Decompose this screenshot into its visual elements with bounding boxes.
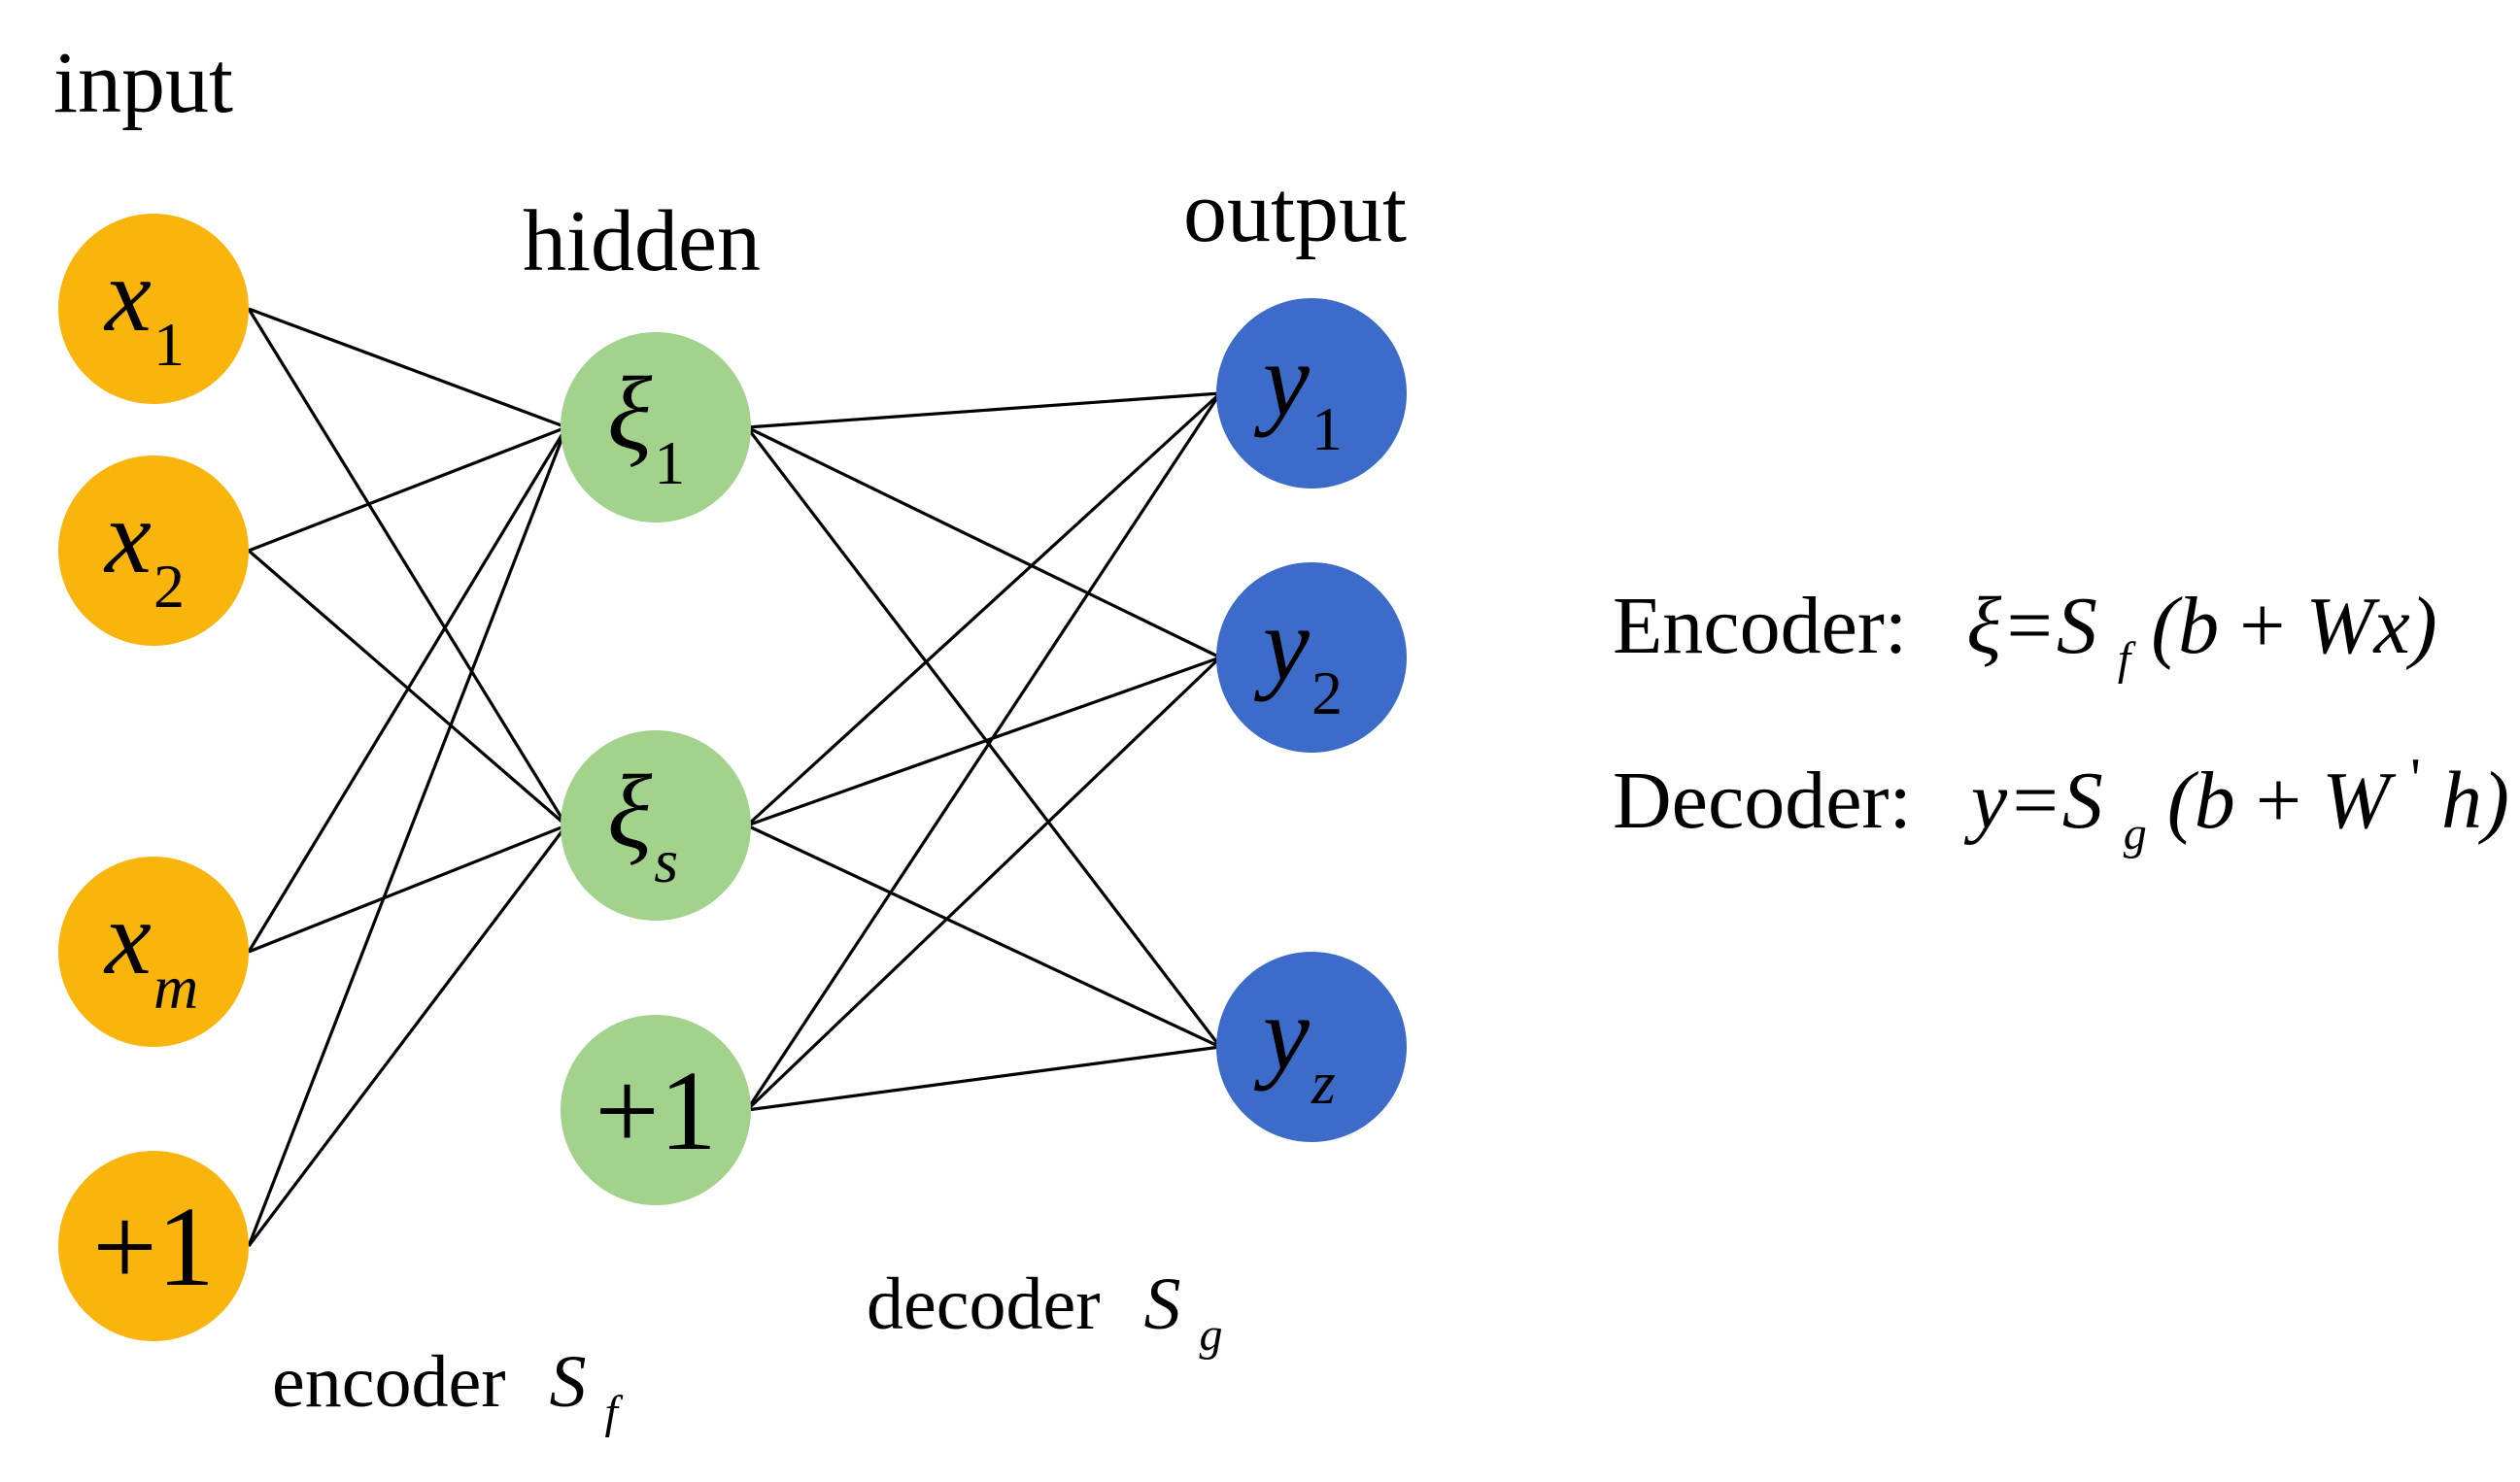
input-node-circle xyxy=(58,857,249,1047)
output-node-subscript: 2 xyxy=(1311,658,1343,727)
edge-input-2-hidden-0 xyxy=(247,426,568,953)
input-node-circle xyxy=(58,214,249,404)
input-node-circle xyxy=(58,455,249,646)
encoder-formula-end: Wx) xyxy=(2306,581,2437,671)
edge-hidden-2-output-1 xyxy=(745,656,1222,1112)
decoder-formula-plus: + xyxy=(2256,756,2322,846)
input-node-variable: x xyxy=(103,238,152,354)
encoder-caption-sub: f xyxy=(605,1387,624,1438)
encoder-formula-plus: + xyxy=(2239,581,2305,671)
decoder-caption: decoder S g xyxy=(867,1263,1223,1361)
output-node-circle xyxy=(1216,952,1407,1142)
edge-hidden-0-output-2 xyxy=(745,426,1222,1048)
output-node-subscript: 1 xyxy=(1311,394,1343,463)
output-node-circle xyxy=(1216,298,1407,488)
input-layer-label: input xyxy=(53,35,233,131)
edge-hidden-1-output-2 xyxy=(746,824,1221,1049)
encoder-formula-sub: f xyxy=(2118,633,2136,685)
edge-input-0-hidden-0 xyxy=(248,307,567,429)
decoder-formula-prime: ' xyxy=(2410,747,2421,811)
output-node-0: y1 xyxy=(1216,298,1407,488)
hidden-node-1: ξs xyxy=(561,730,751,921)
input-node-subscript: 2 xyxy=(153,552,185,621)
hidden-node-subscript: 1 xyxy=(654,428,685,497)
hidden-node-label: ξ1 xyxy=(607,356,685,497)
input-node-subscript: 1 xyxy=(153,310,185,379)
output-node-label: y2 xyxy=(1253,587,1343,727)
decoder-formula-open: (b xyxy=(2167,756,2235,846)
decoder-formula-lhs: y=S xyxy=(1963,756,2103,846)
decoder-formula-sub: g xyxy=(2124,808,2147,859)
decoder-formula: Decoder: y=S g (b + W ' h) xyxy=(1613,726,2509,867)
output-node-variable: y xyxy=(1253,976,1310,1092)
hidden-node-variable: ξ xyxy=(607,356,653,472)
hidden-node-variable: ξ xyxy=(607,755,653,870)
decoder-caption-word: decoder xyxy=(867,1263,1101,1345)
encoder-formula: Encoder: ξ=S f (b + Wx) xyxy=(1613,581,2437,692)
decoder-formula-end: h) xyxy=(2441,756,2509,846)
output-node-circle xyxy=(1216,562,1407,753)
input-node-label: xm xyxy=(103,881,198,1022)
output-layer-label: output xyxy=(1183,164,1407,260)
encoder-formula-lhs: ξ=S xyxy=(1966,581,2097,671)
edge-hidden-2-output-0 xyxy=(745,392,1222,1111)
input-node-label: x2 xyxy=(103,480,185,621)
input-node-3: +1 xyxy=(58,1151,249,1341)
hidden-node-label: +1 xyxy=(595,1047,717,1174)
output-node-variable: y xyxy=(1253,587,1310,702)
output-node-label: yz xyxy=(1253,976,1336,1117)
input-node-subscript: m xyxy=(153,953,198,1022)
output-node-label: y1 xyxy=(1253,322,1343,463)
output-node-subscript: z xyxy=(1311,1048,1336,1117)
input-node-variable: x xyxy=(103,480,152,595)
decoder-formula-label: Decoder: xyxy=(1613,756,1912,846)
input-node-variable: x xyxy=(103,881,152,996)
input-node-circle xyxy=(58,1151,249,1341)
hidden-node-0: ξ1 xyxy=(561,332,751,522)
output-node-variable: y xyxy=(1253,322,1310,438)
hidden-node-circle xyxy=(561,332,751,522)
encoder-formula-label: Encoder: xyxy=(1613,581,1907,671)
edge-input-0-hidden-1 xyxy=(247,308,568,826)
input-node-label: +1 xyxy=(92,1183,215,1310)
encoder-caption: encoder S f xyxy=(272,1341,624,1438)
edge-hidden-1-output-1 xyxy=(746,656,1221,827)
input-node-label: x1 xyxy=(103,238,185,379)
edge-hidden-0-output-1 xyxy=(746,425,1221,659)
decoder-formula-w: W xyxy=(2322,756,2397,846)
hidden-node-circle xyxy=(561,730,751,921)
hidden-node-2: +1 xyxy=(561,1015,751,1205)
edge-input-3-hidden-0 xyxy=(247,426,568,1247)
input-node-0: x1 xyxy=(58,214,249,404)
encoder-caption-symbol: S xyxy=(550,1341,587,1423)
encoder-formula-open: (b xyxy=(2151,581,2219,671)
hidden-node-circle xyxy=(561,1015,751,1205)
output-node-2: yz xyxy=(1216,952,1407,1142)
hidden-node-subscript: s xyxy=(654,826,678,895)
encoder-caption-word: encoder xyxy=(272,1341,506,1423)
decoder-caption-sub: g xyxy=(1200,1309,1223,1361)
connection-edges xyxy=(247,307,1222,1247)
input-node-2: xm xyxy=(58,857,249,1047)
edge-input-1-hidden-0 xyxy=(248,425,567,553)
decoder-caption-symbol: S xyxy=(1144,1263,1181,1345)
edge-input-2-hidden-1 xyxy=(248,824,567,954)
edge-hidden-2-output-2 xyxy=(746,1045,1221,1112)
hidden-node-label: ξs xyxy=(607,755,678,895)
edge-hidden-1-output-0 xyxy=(745,391,1222,827)
edge-hidden-0-output-0 xyxy=(746,391,1221,429)
input-node-1: x2 xyxy=(58,455,249,646)
edge-input-3-hidden-1 xyxy=(247,825,568,1247)
hidden-layer-label: hidden xyxy=(523,193,761,289)
output-node-1: y2 xyxy=(1216,562,1407,753)
